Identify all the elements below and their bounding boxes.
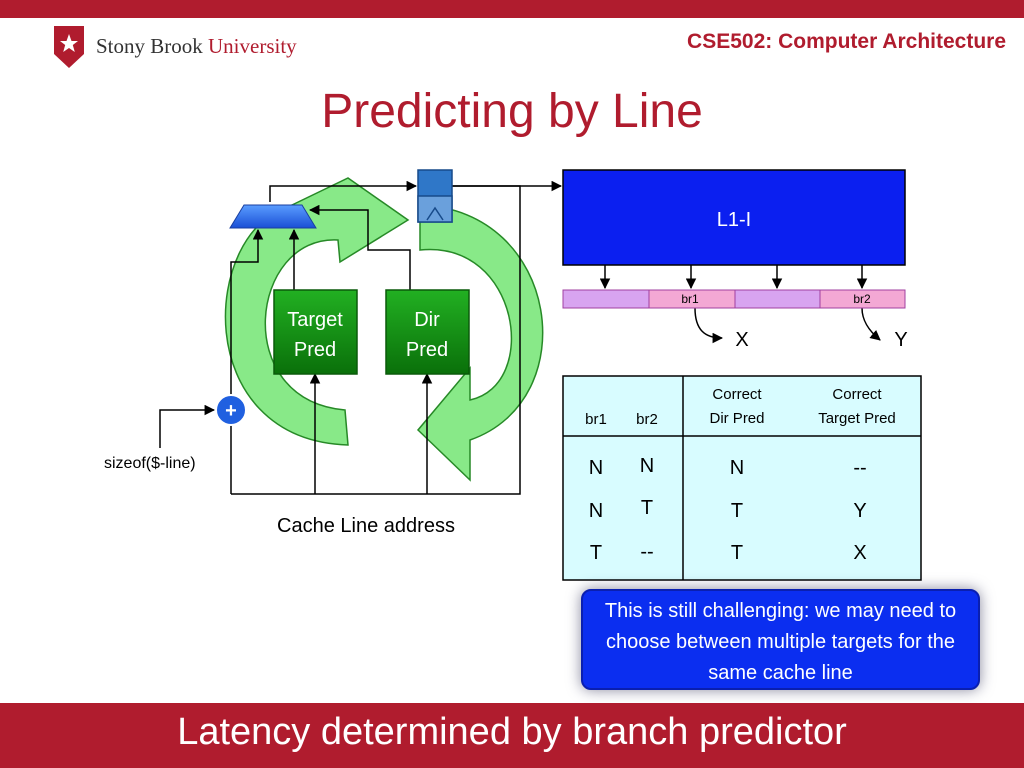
course-title: CSE502: Computer Architecture [687, 30, 1006, 53]
wires [159, 180, 881, 495]
table-header-br1: br1 [585, 411, 607, 428]
dir-pred-label-2: Pred [406, 339, 448, 361]
table-row: N T T Y [589, 497, 867, 522]
table-header-br2: br2 [636, 411, 658, 428]
l1i-cache-box [562, 169, 906, 266]
adder-symbol: + [225, 400, 237, 422]
table-cell: N [589, 457, 603, 479]
cache-line-address-label: Cache Line address [277, 515, 455, 537]
sizeof-label: sizeof($-line) [104, 455, 196, 472]
table-cell: T [731, 542, 743, 564]
table-cell: N [589, 500, 603, 522]
cycle-arrows [224, 177, 544, 482]
top-bar [0, 0, 1024, 18]
outcome-table [562, 375, 922, 581]
slide-header: Stony Brook University CSE502: Computer … [0, 18, 1024, 74]
university-name: Stony Brook University [96, 34, 297, 59]
target-pred-label-2: Pred [294, 339, 336, 361]
table-cell: T [590, 542, 602, 564]
cache-line [562, 289, 906, 309]
table-cell: X [853, 542, 866, 564]
target-pred-box [273, 289, 358, 375]
table-cell: -- [853, 457, 866, 479]
university-name-main: Stony Brook [96, 34, 203, 58]
cache-line-br1: br1 [681, 292, 699, 306]
slide-title: Predicting by Line [321, 85, 703, 138]
cycle-arrow-left [224, 177, 410, 446]
cycle-arrow-right [416, 204, 544, 482]
table-cell: T [641, 497, 653, 519]
l1i-label: L1-I [717, 209, 751, 231]
branch-target-y: Y [894, 329, 907, 351]
footer-text: Latency determined by branch predictor [177, 711, 847, 753]
table-cell: Y [853, 500, 866, 522]
table-row: N N N -- [589, 455, 867, 479]
table-cell: N [640, 455, 654, 477]
callout-note: This is still challenging: we may need t… [581, 589, 980, 690]
table-cell: -- [640, 541, 653, 563]
table-cell: N [730, 457, 744, 479]
target-pred-label-1: Target [287, 309, 343, 331]
branch-target-x: X [735, 329, 748, 351]
university-logo-icon [54, 26, 84, 68]
next-pc-mux [229, 204, 317, 229]
university-name-uni: University [208, 34, 297, 58]
table-header-dir-2: Dir Pred [709, 410, 764, 427]
adder-icon [215, 394, 247, 426]
dir-pred-label-1: Dir [414, 309, 440, 331]
dir-pred-box [385, 289, 470, 375]
table-header-dir-1: Correct [712, 386, 762, 403]
pc-register [417, 169, 453, 223]
table-header-target-2: Target Pred [818, 410, 896, 427]
table-row: T -- T X [590, 541, 867, 564]
table-cell: T [731, 500, 743, 522]
cache-line-br2: br2 [853, 292, 871, 306]
footer-bar: Latency determined by branch predictor [0, 703, 1024, 768]
table-header-target-1: Correct [832, 386, 882, 403]
